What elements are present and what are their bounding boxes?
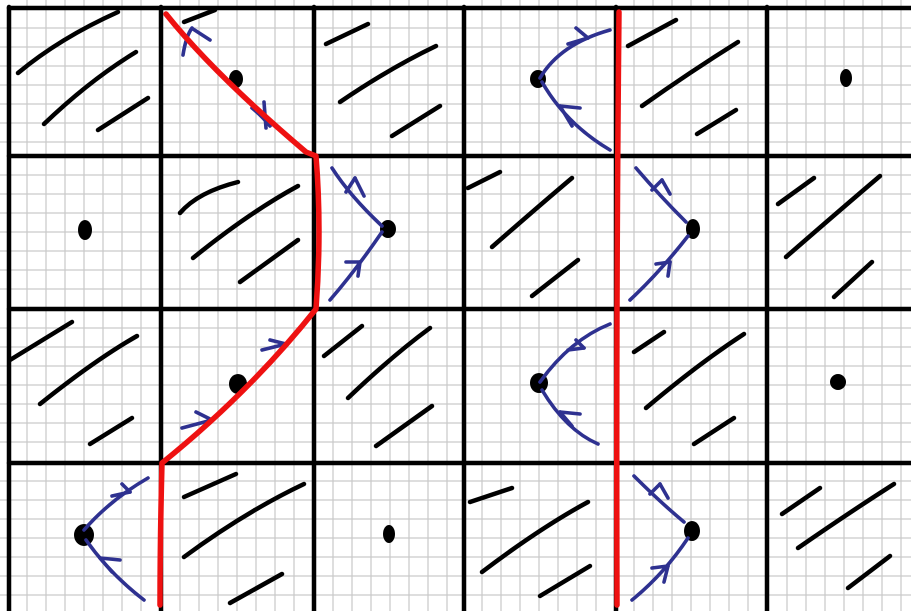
cell-dot bbox=[74, 524, 94, 546]
cell-dot bbox=[383, 525, 395, 543]
cell-dot bbox=[684, 521, 700, 541]
cell-dot bbox=[380, 220, 396, 238]
cell-dot bbox=[686, 219, 700, 239]
cell-dot bbox=[78, 220, 92, 240]
red-path-left bbox=[157, 11, 322, 608]
cell-dot bbox=[840, 69, 852, 87]
hatching bbox=[7, 7, 897, 606]
red-paths bbox=[157, 9, 622, 608]
red-path-right bbox=[614, 9, 622, 608]
cell-dot bbox=[830, 374, 846, 390]
